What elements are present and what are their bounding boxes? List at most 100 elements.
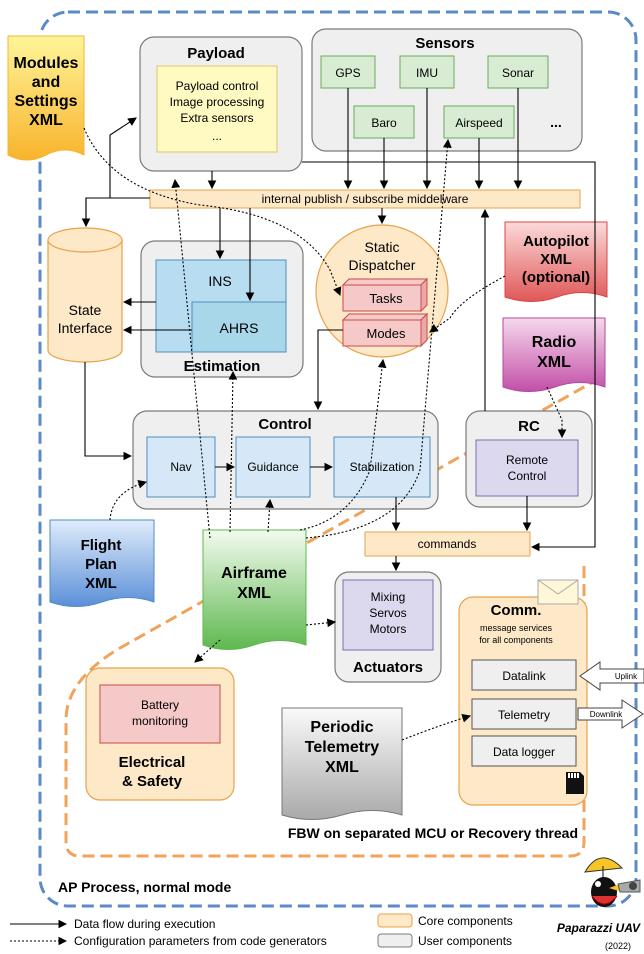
periodic-line-1: Periodic [310, 719, 373, 736]
actuators-line-1: Mixing [371, 590, 406, 604]
electrical-safety-component: Battery monitoring Electrical & Safety [85, 667, 235, 801]
downlink-label: Downlink [590, 710, 623, 719]
autopilot-line-2: XML [540, 251, 572, 268]
modes-block: Modes [341, 312, 429, 348]
fbw-boundary [64, 376, 601, 858]
legend: Data flow during execution Configuration… [10, 913, 513, 948]
brand-name: Paparazzi UAV [557, 921, 641, 935]
flight-plan-xml: Flight Plan XML [49, 519, 155, 607]
config-arrows [83, 127, 567, 741]
sensors-more: ... [550, 114, 562, 130]
comm-subtitle-1: message services [480, 623, 553, 633]
payload-line-2: Image processing [170, 95, 265, 109]
electrical-line-1: Electrical [119, 754, 186, 771]
static-dispatcher: Static Dispatcher Tasks Modes [315, 224, 449, 358]
legend-user-swatch [377, 933, 413, 948]
radio-line-1: Radio [532, 334, 577, 351]
estimation-component: INS AHRS Estimation [140, 240, 304, 378]
actuators-component: Mixing Servos Motors Actuators [334, 571, 442, 683]
battery-line-1: Battery [141, 698, 179, 712]
actuators-line-2: Servos [369, 606, 406, 620]
flight-plan-line-2: Plan [85, 556, 117, 573]
uplink-arrow: Uplink [579, 661, 644, 691]
commands-bar: commands [364, 531, 531, 557]
state-interface-line-2: Interface [58, 320, 113, 336]
state-interface: State Interface [47, 227, 123, 363]
remote-line-2: Control [508, 469, 547, 483]
ap-process-boundary [38, 10, 638, 908]
ap-label: AP Process, normal mode [58, 879, 231, 895]
state-interface-line-1: State [69, 302, 102, 318]
stabilization-label: Stabilization [350, 460, 415, 474]
sensors-component: Sensors GPS IMU Sonar Baro Airspeed ... [311, 28, 583, 152]
dispatcher-line-2: Dispatcher [349, 257, 416, 273]
paparazzi-logo: Paparazzi UAV (2022) [557, 857, 641, 951]
radio-xml: Radio XML [502, 317, 606, 392]
data-logger-label: Data logger [493, 745, 555, 759]
ahrs-box [191, 301, 287, 353]
periodic-telemetry-xml: Periodic Telemetry XML [281, 707, 403, 820]
nav-box [146, 436, 216, 498]
commands-label: commands [418, 537, 477, 551]
tasks-block: Tasks [341, 277, 429, 313]
guidance-label: Guidance [247, 460, 299, 474]
autopilot-xml: Autopilot XML (optional) [504, 221, 608, 302]
modules-xml-line-1: Modules [14, 55, 79, 72]
datalink-label: Datalink [502, 669, 546, 683]
middleware-bar: internal publish / subscribe middelware [149, 189, 581, 209]
ins-label: INS [208, 273, 231, 289]
airframe-xml: Airframe XML [202, 529, 307, 650]
legend-core-swatch [377, 913, 413, 928]
ahrs-label: AHRS [220, 320, 259, 336]
payload-line-3: Extra sensors [180, 111, 253, 125]
remote-line-1: Remote [506, 453, 548, 467]
airframe-line-2: XML [237, 585, 271, 602]
actuators-line-3: Motors [370, 622, 407, 636]
modules-xml-line-4: XML [29, 112, 63, 129]
sonar-label: Sonar [502, 66, 534, 80]
payload-line-1: Payload control [176, 79, 259, 93]
periodic-line-2: Telemetry [305, 739, 380, 756]
downlink-arrow: Downlink [577, 699, 644, 729]
comm-title: Comm. [491, 602, 542, 619]
rc-component: RC Remote Control [465, 410, 593, 508]
payload-title: Payload [187, 45, 245, 62]
stabilization-box [333, 436, 431, 498]
payload-component: Payload Payload control Image processing… [139, 36, 303, 172]
flight-plan-line-3: XML [85, 575, 117, 592]
data-logger-box [471, 735, 577, 767]
nav-label: Nav [170, 460, 191, 474]
brand-year: (2022) [605, 941, 631, 951]
data-flow-arrows [81, 88, 596, 572]
comm-component: Comm. message services for all component… [458, 579, 588, 806]
periodic-line-3: XML [325, 759, 359, 776]
telemetry-box [471, 698, 577, 730]
fbw-label: FBW on separated MCU or Recovery thread [288, 825, 578, 841]
radio-line-2: XML [537, 354, 571, 371]
imu-box [399, 55, 455, 89]
uplink-label: Uplink [615, 672, 638, 681]
baro-box [353, 105, 415, 139]
imu-label: IMU [416, 66, 438, 80]
modules-xml-line-3: Settings [14, 93, 77, 110]
guidance-box [235, 436, 311, 498]
autopilot-line-3: (optional) [522, 269, 590, 286]
middleware-label: internal publish / subscribe middelware [262, 192, 469, 206]
legend-user: User components [418, 934, 512, 948]
battery-line-2: monitoring [132, 714, 188, 728]
envelope-icon [537, 579, 579, 605]
airframe-line-1: Airframe [221, 565, 287, 582]
gps-label: GPS [335, 66, 360, 80]
rc-title: RC [518, 418, 540, 435]
airspeed-label: Airspeed [455, 116, 502, 130]
datalink-box [471, 659, 577, 691]
estimation-title: Estimation [184, 358, 261, 375]
modes-label: Modes [366, 326, 406, 341]
modules-settings-xml: Modules and Settings XML [7, 35, 85, 161]
remote-control-box [475, 439, 579, 497]
dispatcher-line-1: Static [364, 239, 399, 255]
legend-data-flow: Data flow during execution [74, 917, 215, 931]
control-component: Control Nav Guidance Stabilization [132, 410, 439, 510]
tasks-label: Tasks [369, 291, 403, 306]
flight-plan-line-1: Flight [81, 537, 122, 554]
